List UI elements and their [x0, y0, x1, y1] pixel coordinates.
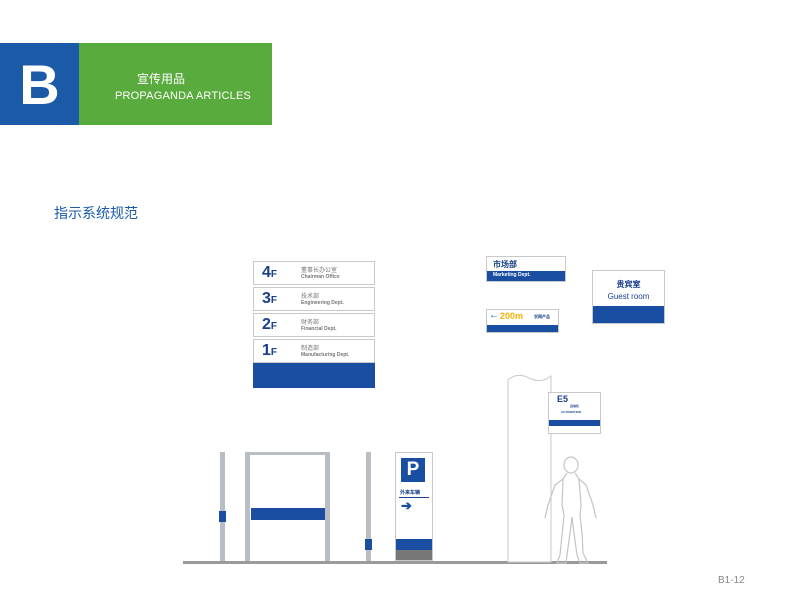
- person-scale-icon: [544, 456, 597, 564]
- direction-label: 农网产品: [534, 314, 550, 319]
- e5-code: E5: [557, 394, 569, 404]
- header-title-en: PROPAGANDA ARTICLES: [115, 90, 252, 102]
- floor-row: 2F 财务部 Financial Dept.: [253, 313, 375, 337]
- e5-bar: [549, 420, 600, 426]
- gate-post-right: [325, 452, 330, 561]
- parking-icon: P: [401, 458, 425, 482]
- arrow-left-icon: ←: [489, 310, 499, 321]
- gate-sign-panel: [251, 508, 325, 520]
- marketing-sign: 市场部 Marketing Dept.: [486, 256, 566, 282]
- floor-number: 2F: [262, 316, 278, 333]
- marketing-sign-en: Marketing Dept.: [493, 272, 531, 278]
- parking-label: 外来车辆: [400, 490, 421, 496]
- floor-dept-cn: 技术部: [301, 294, 320, 300]
- ground-line: [183, 561, 607, 564]
- arrow-right-icon: ➔: [401, 498, 412, 513]
- parking-divider: [399, 497, 429, 498]
- guest-room-cn: 贵宾室: [616, 280, 641, 289]
- floor-dept-en: Engineering Dept.: [301, 300, 344, 306]
- pylon: [507, 374, 552, 563]
- floor-dept-en: Chairman Office: [301, 274, 340, 280]
- parking-totem: P 外来车辆 ➔: [395, 452, 433, 561]
- guest-room-sign: 贵宾室 Guest room: [592, 270, 665, 324]
- floor-dept-cn: 财务部: [301, 320, 320, 326]
- gate-post-left: [245, 452, 250, 561]
- floor-dept-en: Financial Dept.: [301, 326, 337, 332]
- sign-post: [220, 452, 225, 561]
- floor-row: 4F 董事长办公室 Chairman Office: [253, 261, 375, 285]
- post-accent: [365, 539, 372, 550]
- guest-room-bar: [593, 306, 664, 323]
- floor-row: 1F 制造部 Manufacturing Dept.: [253, 339, 375, 363]
- gate-top-beam: [245, 452, 330, 455]
- e5-sign: E5 自动化 AUTOMATION: [548, 392, 601, 434]
- e5-cn: 自动化: [570, 404, 580, 408]
- e5-en: AUTOMATION: [561, 410, 582, 414]
- section-title: 指示系统规范: [54, 205, 138, 221]
- floor-number: 3F: [262, 290, 278, 307]
- floor-dept-cn: 董事长办公室: [301, 268, 338, 274]
- floor-number: 1F: [262, 342, 278, 359]
- header-title-cn: 宣传用品: [137, 72, 186, 86]
- header-banner: 宣传用品 PROPAGANDA ARTICLES: [79, 43, 272, 125]
- parking-base: [396, 550, 432, 560]
- sign-post: [366, 452, 371, 561]
- direction-sign-bar: [487, 325, 558, 332]
- page-number: B1-12: [718, 575, 745, 586]
- post-accent: [219, 511, 226, 522]
- floor-dept-en: Manufacturing Dept.: [301, 352, 350, 358]
- guest-room-en: Guest room: [607, 292, 650, 301]
- parking-bar: [396, 539, 432, 550]
- marketing-sign-bar: Marketing Dept.: [487, 271, 565, 281]
- marketing-sign-cn: 市场部: [493, 260, 517, 269]
- direction-distance: 200m: [500, 311, 524, 321]
- directory-base-panel: [253, 363, 375, 388]
- floor-number: 4F: [262, 264, 278, 281]
- direction-sign: ← 200m 农网产品: [486, 309, 559, 333]
- floor-row: 3F 技术部 Engineering Dept.: [253, 287, 375, 311]
- section-letter: B: [0, 43, 79, 125]
- floor-dept-cn: 制造部: [301, 346, 320, 352]
